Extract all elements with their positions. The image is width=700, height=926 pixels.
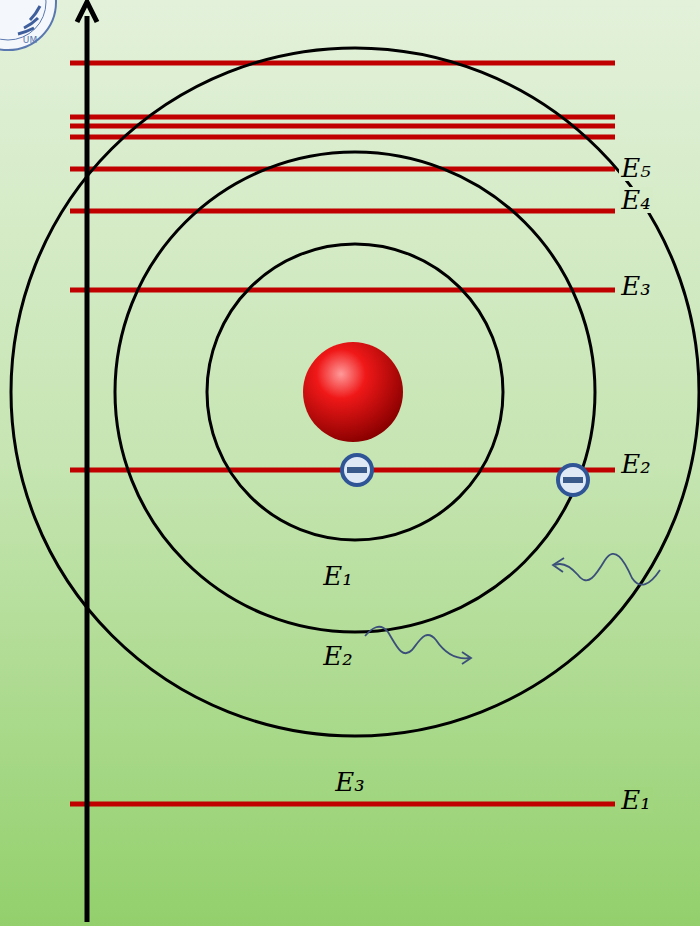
electrons — [342, 455, 588, 495]
level-label: E₅ — [619, 155, 652, 181]
orbits — [11, 48, 699, 736]
level-label: E₄ — [619, 187, 652, 213]
logo-text: UM — [21, 36, 39, 45]
orbit-label: E₂ — [321, 643, 354, 669]
orbit-label: E₃ — [333, 769, 366, 795]
energy-levels — [70, 63, 615, 804]
photon-waves — [365, 554, 660, 664]
nucleus — [303, 342, 403, 442]
level-label: E₃ — [619, 273, 652, 299]
logo-fragment — [0, 0, 56, 50]
level-label: E₂ — [619, 451, 652, 477]
energy-axis — [77, 2, 97, 922]
level-label: E₁ — [619, 787, 652, 813]
orbit-label: E₁ — [321, 563, 354, 589]
